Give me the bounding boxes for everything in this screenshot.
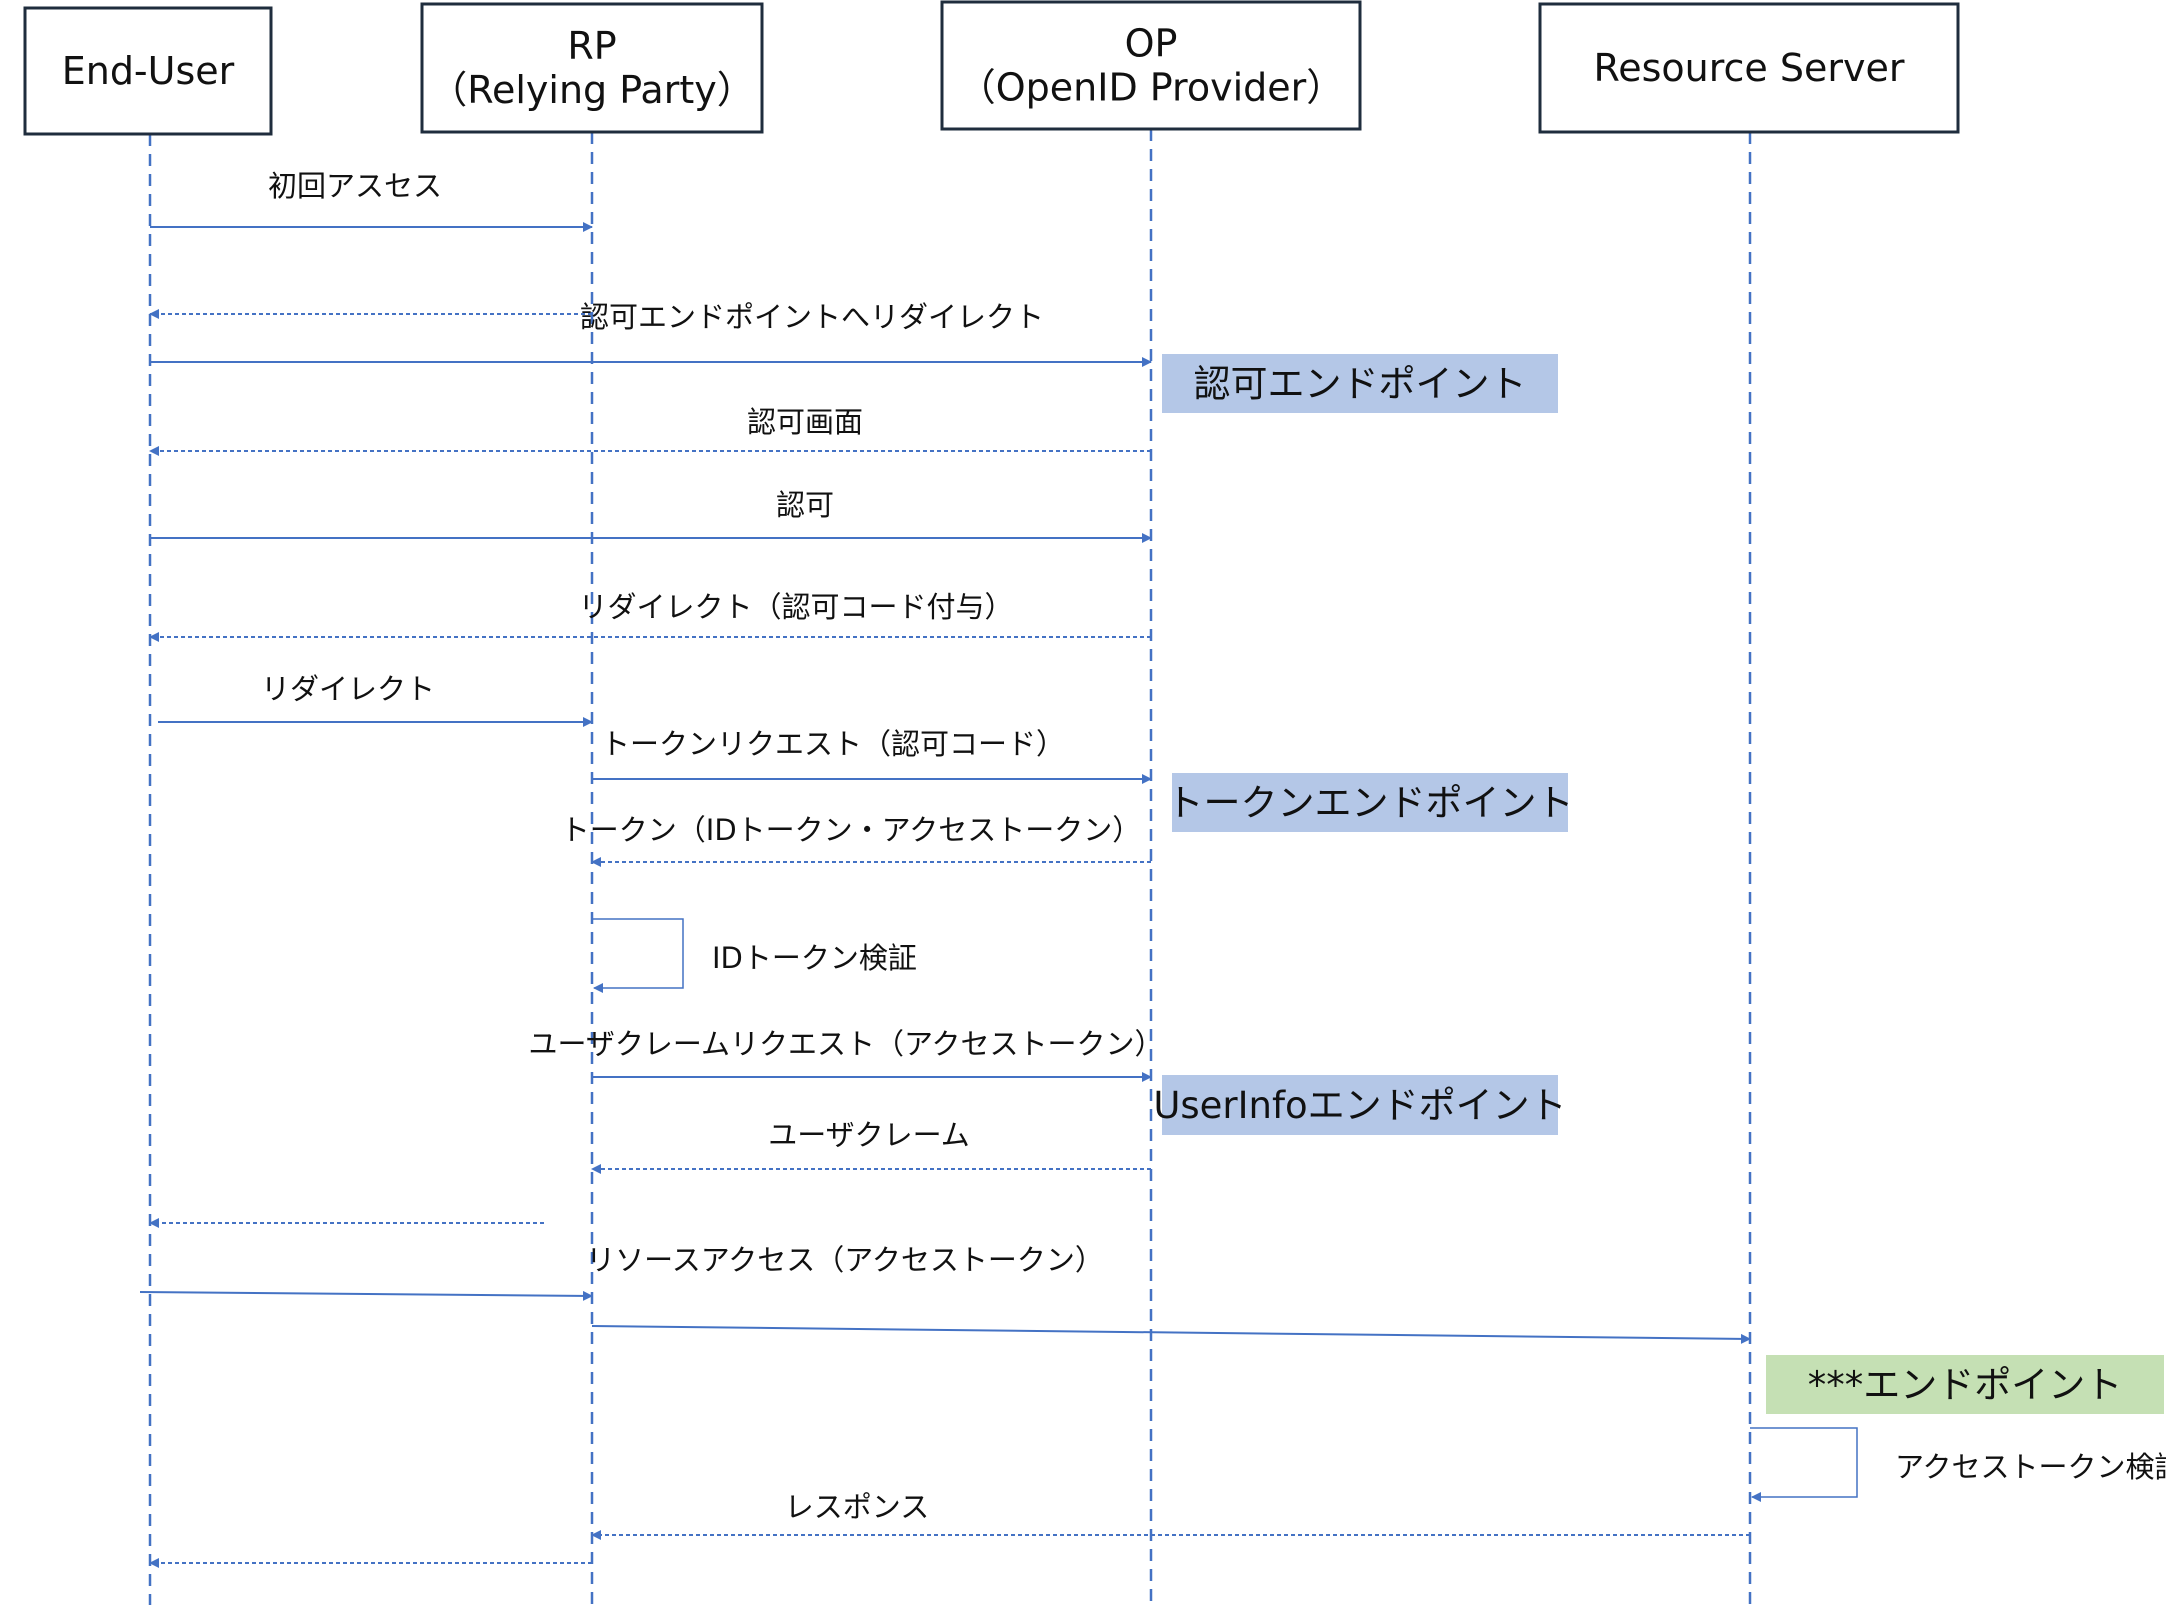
message: レスポンス [591, 1490, 1750, 1540]
message [591, 1325, 1751, 1344]
endpoint-note: 認可エンドポイント [1162, 354, 1558, 413]
message-label: ユーザクレームリクエスト（アクセストークン） [528, 1027, 1163, 1061]
endpoint-note: UserInfoエンドポイント [1153, 1075, 1567, 1135]
participant-box [940, 0, 1362, 131]
participant-rp: RP（Relying Party） [420, 2, 764, 134]
participant-name: End-User [62, 49, 235, 93]
messages-layer: 初回アスセス認可エンドポイントへリダイレクト認可画面認可リダイレクト（認可コード… [139, 169, 2166, 1568]
participant-box [420, 2, 764, 134]
participant-name: （OpenID Provider） [958, 66, 1345, 110]
message: トークン（IDトークン・アクセストークン） [561, 813, 1151, 867]
message-label: トークンリクエスト（認可コード） [601, 727, 1065, 761]
message: ユーザクレーム [591, 1118, 1151, 1174]
endpoint-note-label: 認可エンドポイント [1194, 363, 1527, 406]
endpoint-note-label: UserInfoエンドポイント [1153, 1084, 1566, 1127]
participant-op: OP（OpenID Provider） [940, 0, 1362, 131]
message: リソースアクセス（アクセストークン） [139, 1243, 1104, 1301]
message-label: リダイレクト（認可コード付与） [578, 590, 1013, 624]
message-label: リソースアクセス（アクセストークン） [586, 1243, 1104, 1277]
participant-box [23, 6, 273, 136]
message-label: 認可画面 [747, 405, 863, 439]
request-arrow [139, 1290, 593, 1301]
endpoint-note-box [1162, 1075, 1558, 1135]
message-label: トークン（IDトークン・アクセストークン） [561, 813, 1141, 847]
self-loop-arrow [592, 918, 684, 993]
self-loop-arrow [1750, 1427, 1858, 1502]
message: IDトークン検証 [592, 918, 917, 993]
participant-rs: Resource Server [1538, 2, 1960, 134]
message: ユーザクレームリクエスト（アクセストークン） [528, 1027, 1164, 1082]
message-label: アクセストークン検証 [1895, 1450, 2166, 1484]
endpoint-note: ***エンドポイント [1766, 1355, 2164, 1414]
message-label: リダイレクト [261, 672, 435, 706]
participant-name: OP [1125, 22, 1178, 66]
message: トークンリクエスト（認可コード） [592, 727, 1152, 784]
message-label: レスポンス [785, 1490, 929, 1524]
participant-name: RP [567, 24, 616, 68]
message-label: 認可 [776, 488, 834, 522]
message: 認可 [150, 488, 1152, 543]
message: リダイレクト（認可コード付与） [149, 590, 1151, 642]
endpoint-note-box [1766, 1355, 2164, 1414]
lifelines-layer [148, 129, 1752, 1605]
message: リダイレクト [158, 672, 593, 727]
message: 初回アスセス [150, 169, 593, 232]
participants-layer: End-User RP（Relying Party） OP（OpenID Provi… [23, 0, 1960, 136]
request-arrow [591, 1325, 1751, 1344]
message: アクセストークン検証 [1750, 1427, 2166, 1502]
endpoint-note-box [1162, 354, 1558, 413]
message-label: 認可エンドポイントへリダイレクト [580, 300, 1044, 334]
endpoint-note-label: ***エンドポイント [1808, 1364, 2123, 1407]
endpoint-note-label: トークンエンドポイント [1167, 782, 1574, 825]
endpoint-note: トークンエンドポイント [1167, 773, 1574, 832]
participant-box [1538, 2, 1960, 134]
message-label: ユーザクレーム [768, 1118, 970, 1152]
message: 認可画面 [149, 405, 1151, 456]
participant-name: （Relying Party） [429, 68, 754, 112]
message: 認可エンドポイントへリダイレクト [149, 300, 1044, 334]
participant-enduser: End-User [23, 6, 273, 136]
participant-name: Resource Server [1594, 46, 1905, 90]
endpoint-note-box [1172, 773, 1568, 832]
message-label: 初回アスセス [268, 169, 442, 203]
message-label: IDトークン検証 [712, 941, 917, 975]
